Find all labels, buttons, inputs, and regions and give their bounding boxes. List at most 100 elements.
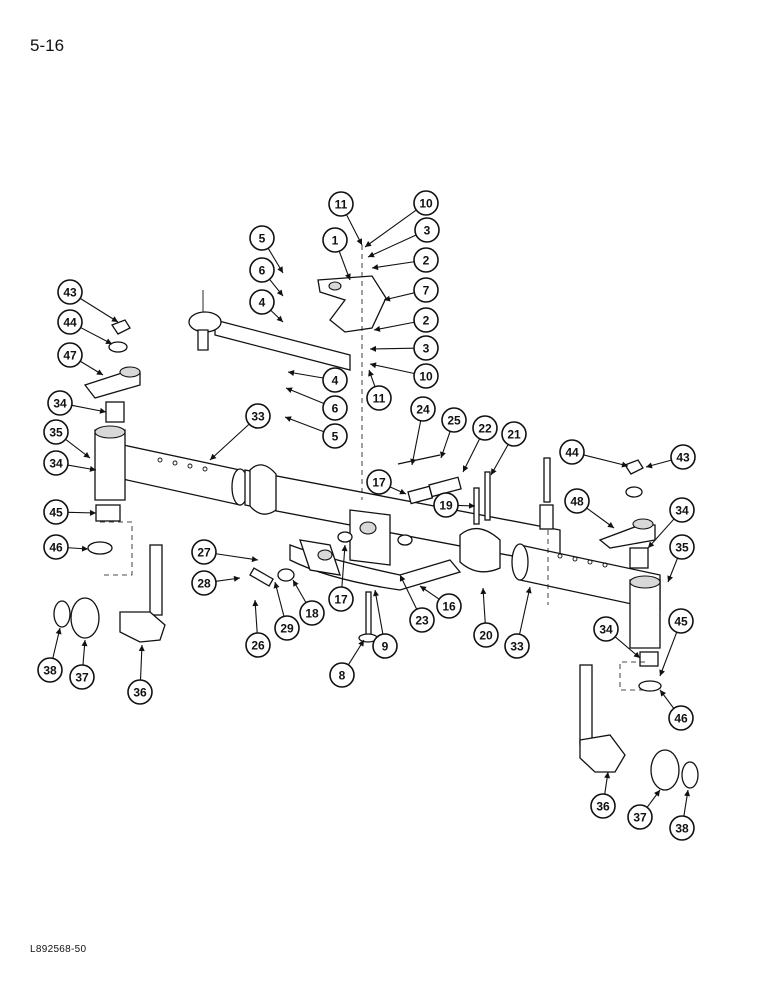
callout-leader-line	[399, 574, 418, 610]
callout-number: 6	[259, 264, 266, 278]
callout-number: 2	[423, 314, 430, 328]
callout-circle	[322, 227, 348, 253]
callout-leader-line	[371, 261, 415, 269]
callout-circle	[413, 363, 439, 389]
callout-circle	[245, 403, 271, 429]
callout-number: 37	[75, 671, 89, 685]
callout-34: 34	[47, 390, 73, 416]
callout-number: 46	[49, 541, 63, 555]
right-axle-tube	[511, 543, 661, 649]
callout-35: 35	[43, 419, 69, 445]
callout-leader-line	[369, 347, 415, 350]
callout-3: 3	[414, 217, 440, 243]
callout-number: 34	[675, 504, 689, 518]
callout-circle	[414, 217, 440, 243]
callout-number: 38	[675, 822, 689, 836]
callout-number: 43	[676, 451, 690, 465]
callout-26: 26	[245, 632, 271, 658]
callout-circle	[191, 570, 217, 596]
callout-arrowhead	[105, 338, 112, 344]
callout-circle	[322, 395, 348, 421]
callout-number: 3	[424, 224, 431, 238]
callout-circle	[670, 444, 696, 470]
callout-arrowhead	[83, 451, 90, 458]
callout-circle	[564, 488, 590, 514]
callout-arrowhead	[646, 462, 653, 469]
callout-circle	[366, 385, 392, 411]
callout-circle	[668, 705, 694, 731]
callout-arrowhead	[684, 790, 691, 797]
callout-arrowhead	[210, 453, 217, 460]
callout-leader-line	[285, 387, 325, 404]
callout-circle	[43, 419, 69, 445]
callout-circle	[668, 608, 694, 634]
callout-circle	[322, 367, 348, 393]
callout-circle	[37, 657, 63, 683]
callout-arrowhead	[621, 461, 628, 468]
figure-code: L892568-50	[30, 944, 87, 955]
callout-37: 37	[627, 804, 653, 830]
callout-circle	[413, 307, 439, 333]
callout-43: 43	[57, 279, 83, 305]
callout-11: 11	[328, 191, 354, 217]
callout-leader-line	[367, 234, 417, 258]
callout-21: 21	[501, 421, 527, 447]
callout-arrowhead	[286, 387, 293, 394]
callout-circle	[249, 225, 275, 251]
callout-arrowhead	[111, 316, 118, 322]
callout-leader-line	[583, 454, 629, 467]
callout-number: 18	[305, 607, 319, 621]
callout-arrowhead	[368, 251, 375, 258]
callout-number: 26	[251, 639, 265, 653]
callout-number: 16	[442, 600, 456, 614]
callout-circle	[274, 615, 300, 641]
callout-3: 3	[413, 335, 439, 361]
callout-number: 38	[43, 664, 57, 678]
callout-arrowhead	[399, 488, 406, 495]
callout-number: 27	[197, 546, 211, 560]
callout-circle	[413, 190, 439, 216]
callout-number: 36	[133, 686, 147, 700]
callout-arrowhead	[373, 590, 380, 597]
callout-45: 45	[668, 608, 694, 634]
callout-8: 8	[329, 662, 355, 688]
callout-number: 46	[674, 712, 688, 726]
callout-number: 3	[423, 342, 430, 356]
callout-circle	[322, 423, 348, 449]
callout-arrowhead	[480, 588, 487, 595]
callout-38: 38	[37, 657, 63, 683]
callout-arrowhead	[667, 575, 674, 582]
callout-44: 44	[57, 309, 83, 335]
callout-number: 4	[332, 374, 339, 388]
callout-arrowhead	[233, 575, 240, 582]
callout-circle	[328, 586, 354, 612]
callout-arrowhead	[365, 241, 372, 247]
callout-circle	[410, 396, 436, 422]
callout-arrowhead	[660, 690, 666, 697]
callout-arrowhead	[654, 790, 660, 797]
page-number: 5-16	[30, 36, 65, 55]
callout-arrowhead	[368, 370, 374, 377]
alignment-lines	[100, 245, 645, 691]
callout-1: 1	[322, 227, 348, 253]
callout-28: 28	[191, 570, 217, 596]
callout-arrowhead	[370, 362, 377, 369]
callout-6: 6	[322, 395, 348, 421]
callout-circle	[329, 662, 355, 688]
callout-number: 1	[332, 234, 339, 248]
callout-arrowhead	[420, 586, 427, 592]
callout-circle	[43, 499, 69, 525]
callout-circle	[593, 616, 619, 642]
callout-circle	[57, 342, 83, 368]
callout-leader-line	[341, 544, 346, 588]
callout-5: 5	[249, 225, 275, 251]
callout-36: 36	[127, 679, 153, 705]
callout-22: 22	[472, 415, 498, 441]
callout-leader-line	[79, 297, 119, 323]
callout-33: 33	[245, 403, 271, 429]
callout-4: 4	[322, 367, 348, 393]
callout-arrowhead	[276, 289, 283, 296]
callout-38: 38	[669, 815, 695, 841]
callout-number: 34	[49, 457, 63, 471]
callout-arrowhead	[440, 451, 446, 458]
